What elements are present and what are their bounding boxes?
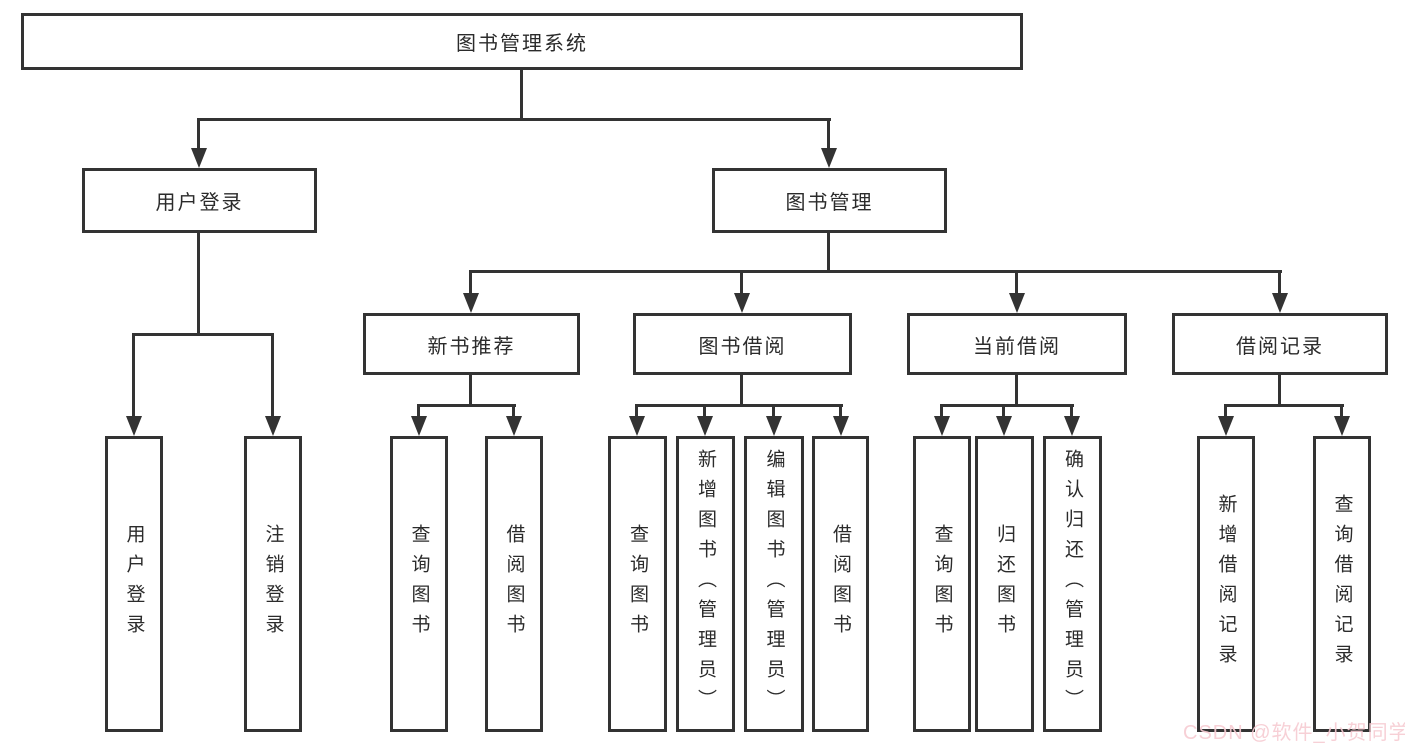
node-add-borrow-record-label: 新增借阅记录 <box>1215 494 1237 674</box>
node-user-login-leaf: 用户登录 <box>105 436 163 732</box>
node-borrow-books-recommend: 借阅图书 <box>485 436 543 732</box>
node-return-books: 归还图书 <box>975 436 1034 732</box>
node-logout-leaf-label: 注销登录 <box>262 524 284 644</box>
arrowhead-down-icon <box>996 416 1012 436</box>
node-query-books-current-label: 查询图书 <box>931 524 953 644</box>
connector-line <box>740 375 743 406</box>
connector-line <box>197 233 200 335</box>
arrowhead-down-icon <box>833 416 849 436</box>
connector-line <box>1224 406 1227 418</box>
connector-line <box>1070 406 1073 418</box>
arrowhead-down-icon <box>934 416 950 436</box>
connector-line <box>740 272 743 295</box>
node-root-label: 图书管理系统 <box>456 33 588 55</box>
connector-line <box>1224 404 1344 407</box>
watermark: CSDN @软件_小贺同学 <box>1183 722 1405 744</box>
node-user-login: 用户登录 <box>82 168 317 233</box>
connector-line <box>1015 375 1018 406</box>
connector-line <box>271 335 274 418</box>
node-confirm-return-admin-label: 确认归还（管理员） <box>1062 449 1083 719</box>
connector-line <box>1340 406 1343 418</box>
connector-line <box>132 335 135 418</box>
connector-line <box>940 406 943 418</box>
node-book-borrowing: 图书借阅 <box>633 313 852 375</box>
node-new-book-recommend: 新书推荐 <box>363 313 580 375</box>
node-book-management: 图书管理 <box>712 168 947 233</box>
node-add-books-admin: 新增图书（管理员） <box>676 436 735 732</box>
node-book-management-label: 图书管理 <box>785 192 874 214</box>
arrowhead-down-icon <box>629 416 645 436</box>
connector-line <box>197 118 831 121</box>
connector-line <box>1015 272 1018 295</box>
arrowhead-down-icon <box>191 148 207 168</box>
connector-line <box>839 406 842 418</box>
arrowhead-down-icon <box>1272 293 1288 313</box>
connector-line <box>132 333 274 336</box>
arrowhead-down-icon <box>697 416 713 436</box>
arrowhead-down-icon <box>463 293 479 313</box>
node-query-books-borrowing-label: 查询图书 <box>627 524 648 644</box>
node-user-login-label: 用户登录 <box>155 192 244 214</box>
node-confirm-return-admin: 确认归还（管理员） <box>1043 436 1102 732</box>
node-query-books-borrowing: 查询图书 <box>608 436 667 732</box>
node-borrow-books-borrowing: 借阅图书 <box>812 436 869 732</box>
arrowhead-down-icon <box>1009 293 1025 313</box>
connector-line <box>940 404 1074 407</box>
node-edit-books-admin: 编辑图书（管理员） <box>744 436 804 732</box>
node-query-books-recommend: 查询图书 <box>390 436 448 732</box>
node-query-borrow-record-label: 查询借阅记录 <box>1331 494 1353 674</box>
arrowhead-down-icon <box>821 148 837 168</box>
node-user-login-leaf-label: 用户登录 <box>123 524 145 644</box>
arrowhead-down-icon <box>1218 416 1234 436</box>
node-query-books-current: 查询图书 <box>913 436 971 732</box>
connector-line <box>469 270 1282 273</box>
arrowhead-down-icon <box>506 416 522 436</box>
node-borrowing-records: 借阅记录 <box>1172 313 1388 375</box>
node-return-books-label: 归还图书 <box>994 524 1015 644</box>
arrowhead-down-icon <box>1334 416 1350 436</box>
node-query-books-recommend-label: 查询图书 <box>408 524 430 644</box>
connector-line <box>417 404 516 407</box>
connector-line <box>772 406 775 418</box>
connector-line <box>827 120 830 152</box>
node-current-borrowing-label: 当前借阅 <box>973 335 1061 358</box>
connector-line <box>197 120 200 152</box>
connector-line <box>635 406 638 418</box>
node-borrow-books-borrowing-label: 借阅图书 <box>830 524 851 644</box>
arrowhead-down-icon <box>411 416 427 436</box>
arrowhead-down-icon <box>734 293 750 313</box>
connector-line <box>1002 406 1005 418</box>
arrowhead-down-icon <box>126 416 142 436</box>
node-logout-leaf: 注销登录 <box>244 436 302 732</box>
connector-line <box>469 272 472 295</box>
connector-line <box>1278 375 1281 406</box>
node-book-borrowing-label: 图书借阅 <box>698 335 787 358</box>
connector-line <box>520 70 523 120</box>
node-current-borrowing: 当前借阅 <box>907 313 1127 375</box>
node-borrow-books-recommend-label: 借阅图书 <box>503 524 525 644</box>
arrowhead-down-icon <box>265 416 281 436</box>
connector-line <box>417 406 420 418</box>
connector-line <box>1278 272 1281 295</box>
connector-line <box>469 375 472 406</box>
connector-line <box>827 233 830 272</box>
arrowhead-down-icon <box>766 416 782 436</box>
node-new-book-recommend-label: 新书推荐 <box>427 335 516 358</box>
node-root: 图书管理系统 <box>21 13 1023 70</box>
node-query-borrow-record: 查询借阅记录 <box>1313 436 1371 732</box>
connector-line <box>635 404 843 407</box>
node-add-borrow-record: 新增借阅记录 <box>1197 436 1255 732</box>
connector-line <box>703 406 706 418</box>
node-borrowing-records-label: 借阅记录 <box>1236 335 1324 358</box>
node-add-books-admin-label: 新增图书（管理员） <box>695 449 716 719</box>
node-edit-books-admin-label: 编辑图书（管理员） <box>763 449 785 719</box>
connector-line <box>512 406 515 418</box>
arrowhead-down-icon <box>1064 416 1080 436</box>
